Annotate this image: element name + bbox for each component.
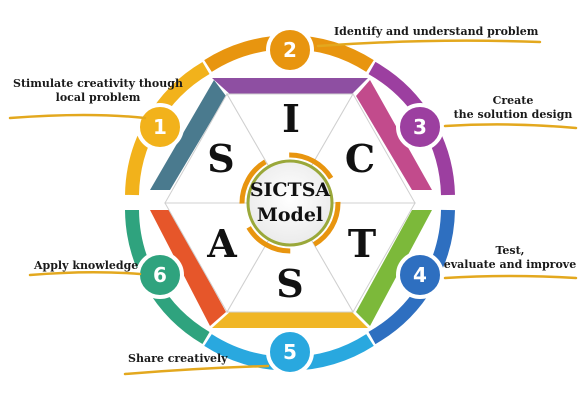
label-underlines [8,39,578,376]
step-badge-6: 6 [136,251,184,299]
center-title: SICTSA [250,179,331,201]
label-step-6: Apply knowledge [34,259,138,273]
step-number-5: 5 [283,340,297,364]
step-number-6: 6 [153,263,167,287]
underline-2 [316,39,542,48]
label-step-3-line-1: Create [492,94,534,107]
step-badge-1: 1 [136,103,184,151]
accent-2 [212,78,368,96]
step-badges: 2 3 4 5 6 1 [136,26,444,376]
step-number-3: 3 [413,115,427,139]
label-step-1-line-1: Stimulate creativity though [13,77,183,90]
step-number-4: 4 [413,263,427,287]
label-step-5: Share creatively [128,352,228,366]
step-number-1: 1 [153,115,167,139]
letter-a: A [206,221,237,266]
letter-s-bottom: S [276,261,303,306]
label-step-4: Test, evaluate and improve [440,244,580,272]
letter-i: I [282,96,300,141]
underline-6 [28,270,142,277]
step-badge-5: 5 [266,328,314,376]
label-step-3: Create the solution design [448,94,578,122]
label-step-5-line-1: Share creatively [128,352,228,365]
label-step-1-line-2: local problem [55,91,141,104]
center-subtitle: Model [257,204,323,226]
accent-6 [150,210,226,326]
label-step-1: Stimulate creativity though local proble… [12,77,184,105]
step-badge-3: 3 [396,103,444,151]
letters: S I C T S A [206,96,376,306]
letter-s-top: S [207,136,234,181]
center-badge: SICTSA Model [239,152,341,254]
label-step-2: Identify and understand problem [334,25,538,39]
label-step-4-line-2: evaluate and improve [443,258,577,271]
accent-3 [356,80,432,190]
label-step-2-line-1: Identify and understand problem [334,25,539,38]
label-step-4-line-1: Test, [495,244,525,257]
accent-shapes [150,78,432,328]
step-badge-4: 4 [396,251,444,299]
letter-t: T [348,221,376,266]
label-step-3-line-2: the solution design [453,108,573,121]
accent-5 [212,310,368,328]
step-number-2: 2 [283,38,297,62]
step-badge-2: 2 [266,26,314,74]
accent-1 [150,80,226,190]
underline-4 [443,274,578,280]
underline-1 [8,113,147,120]
accent-4 [356,210,432,326]
letter-c: C [345,136,375,181]
label-step-6-line-1: Apply knowledge [34,259,139,272]
underline-5 [123,364,270,376]
underline-3 [443,123,578,130]
